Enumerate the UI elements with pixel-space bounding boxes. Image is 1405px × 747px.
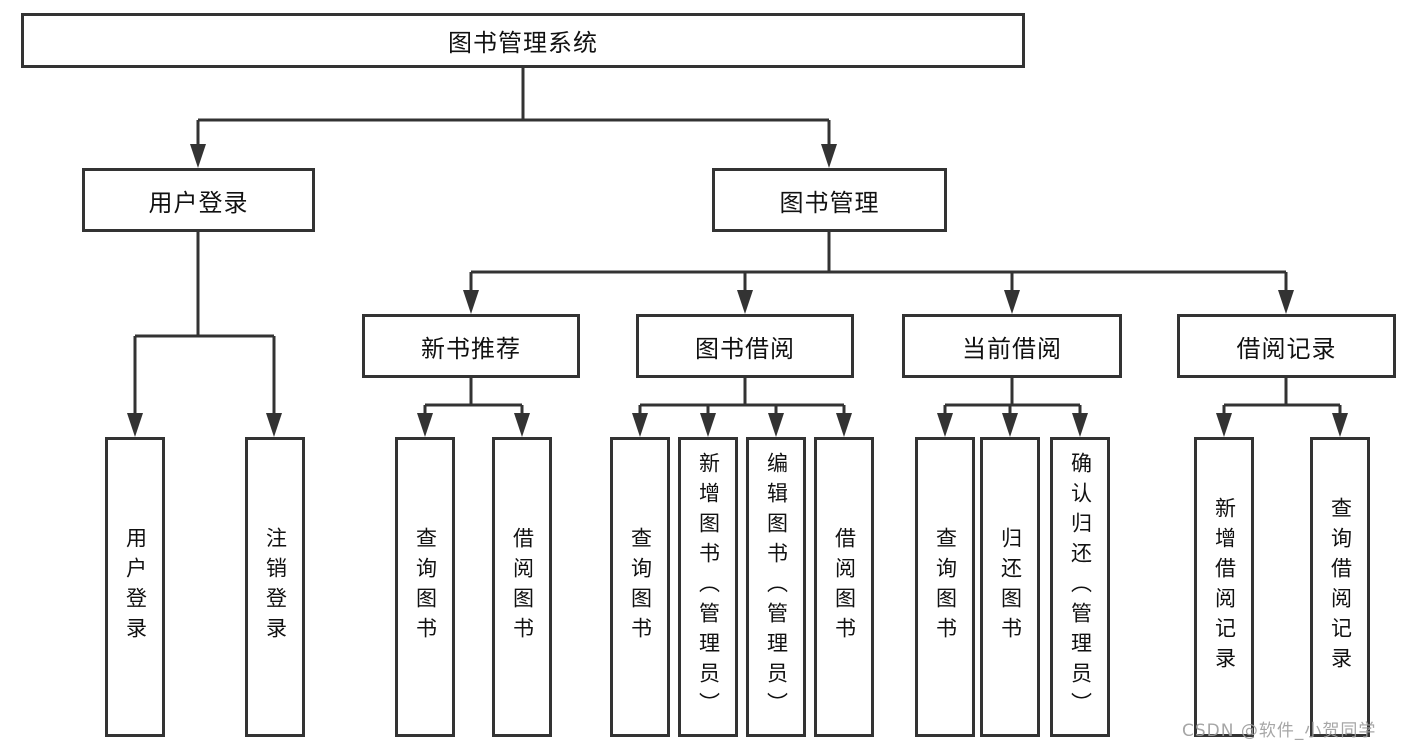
leaf-confirm-return-admin: 确认归还（管理员） <box>1050 437 1110 737</box>
leaf-query-books-current: 查询图书 <box>915 437 975 737</box>
arrowheads <box>127 144 1348 437</box>
leaf-borrow-books-recommend-label: 借阅图书 <box>510 527 535 647</box>
connector-recommend-to-children <box>423 378 524 420</box>
leaf-add-borrow-record-label: 新增借阅记录 <box>1212 497 1237 677</box>
connector-root-to-level2 <box>196 68 831 150</box>
leaf-add-books-admin-label: 新增图书（管理员） <box>696 452 721 722</box>
node-current-borrow: 当前借阅 <box>902 314 1122 378</box>
node-user-login-label: 用户登录 <box>148 188 249 217</box>
node-root-label: 图书管理系统 <box>448 29 598 57</box>
leaf-confirm-return-admin-label: 确认归还（管理员） <box>1068 452 1093 722</box>
leaf-query-books-recommend: 查询图书 <box>395 437 455 737</box>
leaf-logout-label: 注销登录 <box>263 527 288 647</box>
leaf-query-borrow-record-label: 查询借阅记录 <box>1328 497 1353 677</box>
node-new-book-recommend: 新书推荐 <box>362 314 580 378</box>
leaf-user-login-label: 用户登录 <box>123 527 148 647</box>
leaf-query-books-borrow-label: 查询图书 <box>628 527 653 647</box>
leaf-query-books-borrow: 查询图书 <box>610 437 670 737</box>
csdn-watermark: CSDN @软件_小贺同学 <box>1182 721 1377 741</box>
leaf-return-books-label: 归还图书 <box>998 527 1023 647</box>
connector-book-mgmt-to-level3 <box>469 232 1288 297</box>
leaf-borrow-books-label: 借阅图书 <box>832 527 857 647</box>
leaf-edit-books-admin-label: 编辑图书（管理员） <box>764 452 789 722</box>
leaf-query-books-recommend-label: 查询图书 <box>413 527 438 647</box>
leaf-edit-books-admin: 编辑图书（管理员） <box>746 437 806 737</box>
node-book-borrow: 图书借阅 <box>636 314 854 378</box>
leaf-borrow-books: 借阅图书 <box>814 437 874 737</box>
leaf-add-borrow-record: 新增借阅记录 <box>1194 437 1254 737</box>
leaf-user-login: 用户登录 <box>105 437 165 737</box>
node-book-borrow-label: 图书借阅 <box>695 334 795 363</box>
leaf-logout: 注销登录 <box>245 437 305 737</box>
node-user-login: 用户登录 <box>82 168 315 232</box>
leaf-add-books-admin: 新增图书（管理员） <box>678 437 738 737</box>
node-book-management: 图书管理 <box>712 168 947 232</box>
node-new-book-recommend-label: 新书推荐 <box>421 334 521 363</box>
node-current-borrow-label: 当前借阅 <box>962 334 1062 363</box>
connector-borrow-to-children <box>638 378 846 420</box>
leaf-query-borrow-record: 查询借阅记录 <box>1310 437 1370 737</box>
node-root-system: 图书管理系统 <box>21 13 1025 68</box>
leaf-query-books-current-label: 查询图书 <box>933 527 958 647</box>
connector-user-login-to-children <box>133 232 276 420</box>
leaf-borrow-books-recommend: 借阅图书 <box>492 437 552 737</box>
connector-current-to-children <box>943 378 1082 420</box>
connector-records-to-children <box>1222 378 1342 420</box>
leaf-return-books: 归还图书 <box>980 437 1040 737</box>
node-borrow-records-label: 借阅记录 <box>1236 334 1337 363</box>
node-borrow-records: 借阅记录 <box>1177 314 1396 378</box>
node-book-management-label: 图书管理 <box>779 188 880 217</box>
